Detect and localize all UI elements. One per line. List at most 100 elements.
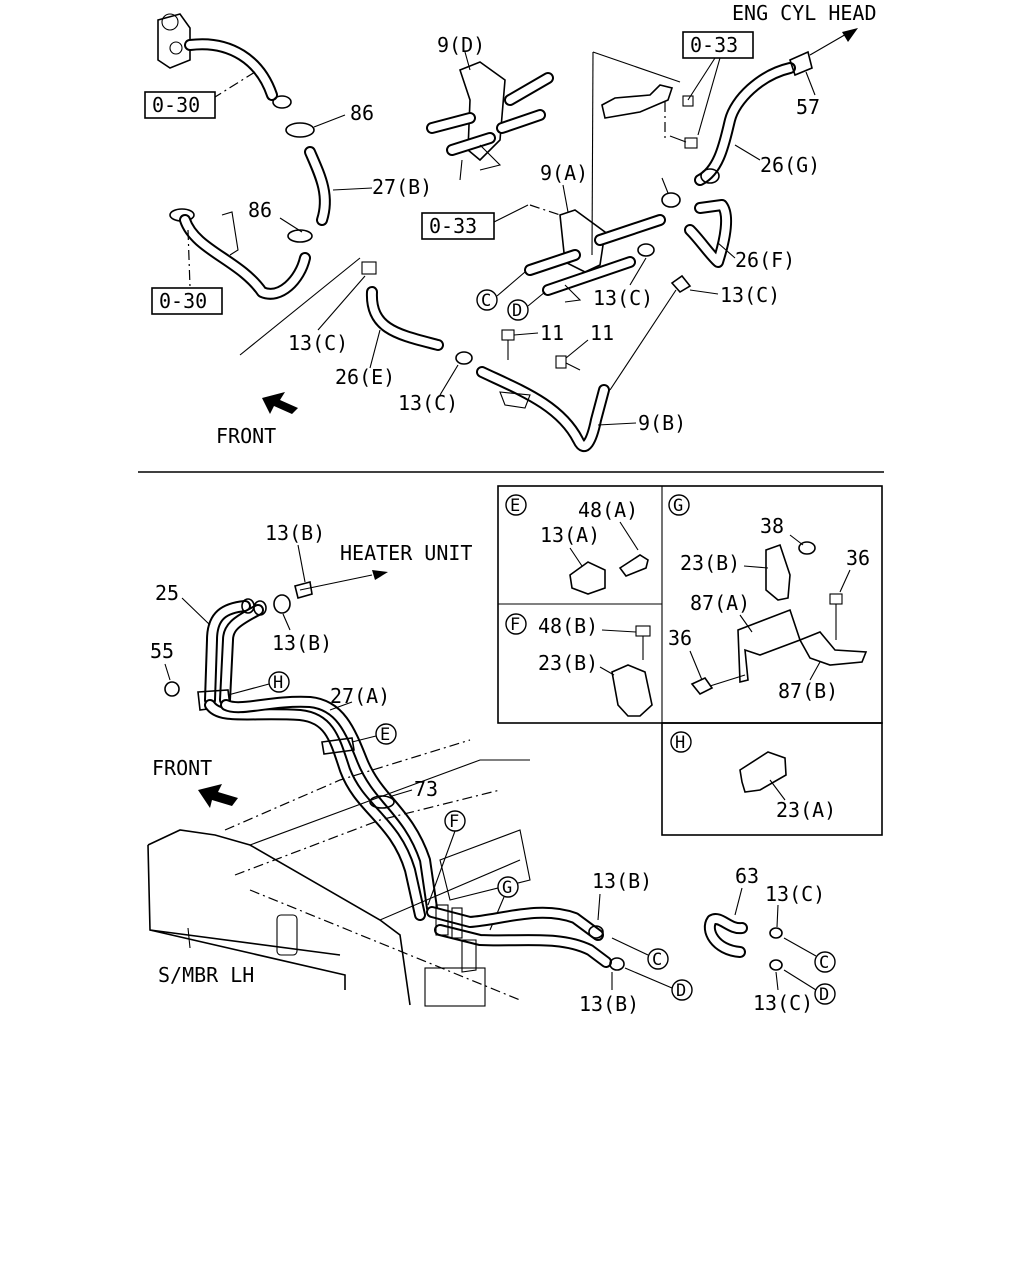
p13cc-label: 13(C)	[593, 286, 653, 310]
p26g-label: 26(G)	[760, 153, 820, 177]
ref-033a-label: 0-33	[690, 33, 738, 57]
detail-g-bolt-a	[829, 593, 843, 605]
marker-c2	[814, 951, 836, 973]
detail-f-clip	[611, 664, 653, 717]
p13cb-leader	[439, 364, 459, 396]
marker-c-top-label: C	[481, 291, 491, 311]
detail-g-87a-label: 87(A)	[690, 591, 750, 615]
p86b-label: 86	[248, 198, 272, 222]
top-section: ENG CYL HEAD 0-30 86 27(B)	[144, 1, 877, 453]
marker-c-bottom	[647, 948, 669, 970]
bolt-11a	[501, 329, 515, 360]
p9d-label: 9(D)	[437, 33, 485, 57]
detail-e: E 48(A) 13(A)	[505, 494, 649, 595]
p63-label: 63	[735, 864, 759, 888]
p57b-leader	[661, 177, 669, 194]
group-bracket-line-left	[239, 257, 361, 356]
p26e-leader	[369, 329, 381, 369]
p9b-label: 9(B)	[638, 411, 686, 435]
nut-55	[164, 681, 180, 697]
p9a-label: 9(A)	[540, 161, 588, 185]
p27a-label: 27(A)	[330, 684, 390, 708]
p26f-label: 26(F)	[735, 248, 795, 272]
marker-d-bottom	[671, 979, 693, 1001]
front-label-bottom: FRONT	[152, 756, 212, 780]
p11a-label: 11	[540, 321, 564, 345]
ref-030a-leader	[214, 71, 256, 98]
pipe-assembly-9a	[524, 204, 666, 303]
group-bracket-line-top	[592, 51, 681, 83]
detail-panels: E 48(A) 13(A) F 48(B) 23(B) G 38	[497, 485, 883, 836]
detail-g: G 38 23(B) 36 87(A) 36 87(B)	[668, 494, 870, 703]
detail-h-tag: H	[675, 733, 685, 753]
detail-g-bolt-b	[690, 676, 714, 696]
clamp-13c-f	[769, 959, 783, 971]
clamp-13b-a	[294, 581, 313, 599]
marker-e-label: E	[380, 725, 390, 745]
detail-g-bracket-a	[737, 608, 802, 684]
p27b-label: 27(B)	[372, 175, 432, 199]
smbr-label: S/MBR LH	[158, 963, 254, 987]
ref-033b-box	[421, 212, 495, 240]
detail-g-36b-label: 36	[668, 626, 692, 650]
detail-e-13a-label: 13(A)	[540, 523, 600, 547]
ref-030b-box	[151, 287, 223, 315]
heater-unit-arrow	[299, 574, 373, 591]
p27a-leader	[329, 701, 353, 711]
detail-g-87b-label: 87(B)	[778, 679, 838, 703]
marker-d2-label: D	[819, 985, 829, 1005]
marker-h	[268, 671, 290, 693]
marker-d-bottom-label: D	[676, 981, 686, 1001]
p13cf-label: 13(C)	[753, 991, 813, 1015]
connector-9b-line	[609, 289, 677, 391]
front-arrow-icon	[262, 392, 298, 414]
detail-h: H 23(A)	[670, 731, 836, 822]
clamp-57b	[661, 192, 681, 208]
ref-033b-leader	[493, 204, 529, 223]
front-arrow-bottom-icon	[198, 784, 238, 808]
clamp-13c-e	[769, 927, 783, 939]
detail-h-23a-label: 23(A)	[776, 798, 836, 822]
thermostat-housing	[157, 13, 292, 109]
detail-h-clip	[739, 751, 787, 793]
front-label-top: FRONT	[216, 424, 276, 448]
detail-e-bolt	[618, 554, 649, 577]
clamp-13c-c	[637, 243, 655, 257]
p13ba-leader	[297, 544, 306, 583]
detail-e-48a-label: 48(A)	[578, 498, 638, 522]
p13ce-label: 13(C)	[765, 882, 825, 906]
marker-c-bottom-label: C	[652, 950, 662, 970]
clamp-13c-b	[455, 351, 473, 365]
p9b-leader	[597, 422, 637, 426]
p13bc-label: 13(B)	[592, 869, 652, 893]
detail-f: F 48(B) 23(B)	[505, 613, 653, 717]
detail-f-48b-label: 48(B)	[538, 614, 598, 638]
p9d-leader	[464, 51, 471, 71]
marker-c2-label: C	[819, 953, 829, 973]
p25-label: 25	[155, 581, 179, 605]
marker-g-label: G	[502, 878, 512, 898]
marker-e	[375, 723, 397, 745]
p86b-leader	[279, 217, 303, 233]
ref-033a-leader-1	[687, 57, 716, 101]
clamp-13c-a	[361, 261, 377, 275]
water-pipe-left	[169, 208, 313, 300]
p11a-leader	[513, 332, 539, 336]
pipe-9b	[476, 366, 610, 453]
eng-cyl-head-arrowhead	[842, 28, 858, 42]
marker-c-top	[476, 289, 498, 311]
ref-030a-box	[144, 91, 216, 119]
ref-033a-leader-2	[697, 57, 721, 136]
eng-cyl-head-arrow	[809, 32, 849, 56]
p25-leader	[181, 597, 211, 626]
detail-g-23b-label: 23(B)	[680, 551, 740, 575]
ref-030b-label: 0-30	[159, 289, 207, 313]
marker-g	[497, 876, 519, 898]
clamp-13c-d	[670, 274, 692, 294]
clamp-13b-b	[273, 594, 291, 614]
detail-f-23b-label: 23(B)	[538, 651, 598, 675]
p13ca-label: 13(C)	[288, 331, 348, 355]
detail-g-clip	[765, 543, 791, 601]
marker-d-top	[507, 299, 529, 321]
